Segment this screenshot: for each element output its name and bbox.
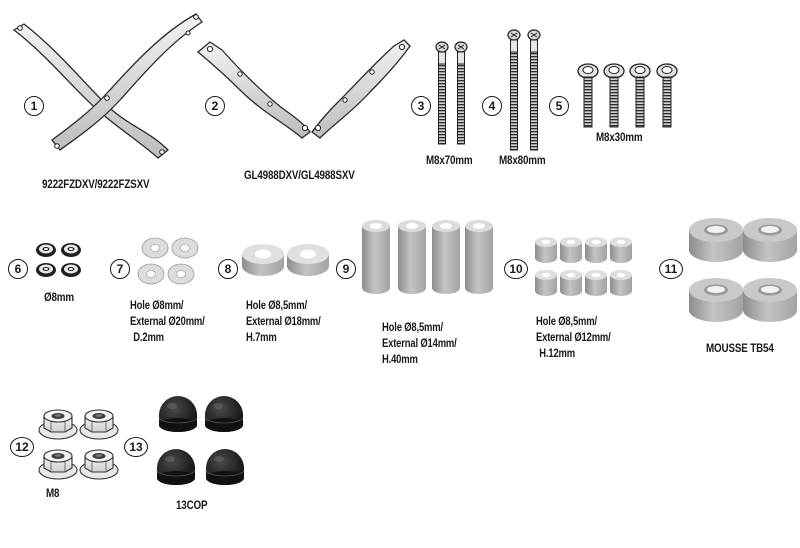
part-3-bolts-drawing	[435, 41, 468, 145]
part-7-label: Hole Ø8mm/External Ø20mm/D.2mm	[130, 300, 205, 344]
part-4-bolts-drawing	[507, 29, 541, 151]
part-7-number: 7	[110, 259, 130, 279]
part-2-label: GL4988DXV/GL4988SXV	[244, 168, 355, 182]
part-6-label: Ø8mm	[44, 290, 74, 304]
part-9-number: 9	[336, 259, 356, 279]
part-1-bracket-drawing	[12, 13, 203, 159]
part-4-number: 4	[482, 96, 502, 116]
part-1-label: 9222FZDXV/9222FZSXV	[42, 177, 150, 191]
part-3-number: 3	[411, 96, 431, 116]
part-12-nuts-drawing	[38, 409, 119, 480]
part-11-number: 11	[659, 259, 683, 279]
part-5-number: 5	[549, 96, 569, 116]
part-12-label: M8	[46, 486, 60, 500]
part-3-label: M8x70mm	[426, 153, 473, 167]
part-6-number: 6	[8, 259, 28, 279]
part-9-label: Hole Ø8,5mm/External Ø14mm/H.40mm	[382, 322, 457, 366]
part-7-washers-drawing	[137, 237, 199, 285]
part-10-spacers-drawing	[535, 237, 632, 296]
part-5-label: M8x30mm	[596, 130, 643, 144]
part-9-tubes-drawing	[362, 220, 493, 294]
part-2-number: 2	[205, 96, 225, 116]
part-12-number: 12	[10, 437, 34, 457]
part-13-label: 13COP	[176, 498, 208, 512]
part-6-washers-drawing	[36, 243, 81, 277]
part-11-foam-drawing	[689, 218, 797, 322]
part-10-label: Hole Ø8,5mm/External Ø12mm/H.12mm	[536, 316, 611, 360]
part-2-bracket-drawing	[196, 39, 411, 139]
part-8-number: 8	[218, 259, 238, 279]
part-8-spacers-drawing	[242, 244, 329, 276]
part-8-label: Hole Ø8,5mm/External Ø18mm/H.7mm	[246, 300, 321, 344]
part-10-number: 10	[504, 259, 528, 279]
part-13-caps-drawing	[156, 395, 245, 486]
part-11-label: MOUSSE TB54	[706, 341, 774, 355]
part-1-number: 1	[24, 96, 44, 116]
part-13-number: 13	[124, 437, 148, 457]
part-4-label: M8x80mm	[499, 153, 546, 167]
part-5-bolts-drawing	[577, 63, 678, 128]
